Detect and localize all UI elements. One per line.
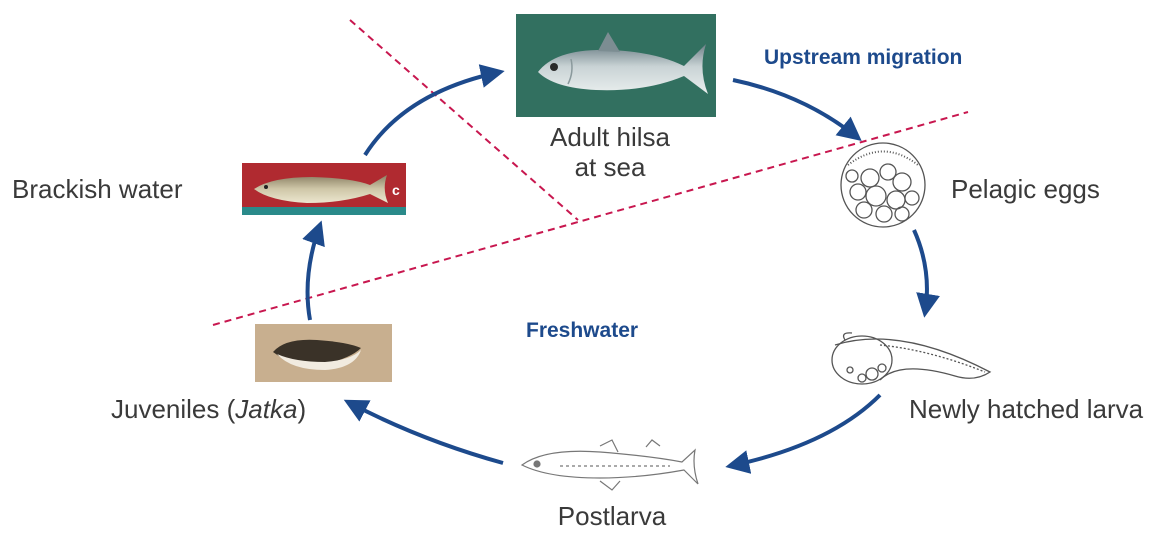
- adult-hilsa-label-line1: Adult hilsa: [550, 122, 670, 152]
- freshwater-label: Freshwater: [526, 319, 638, 342]
- postlarva-label: Postlarva: [558, 501, 667, 531]
- adult-hilsa-photo: [516, 14, 716, 117]
- newly-hatched-larva-drawing: [832, 333, 990, 384]
- arrow-larva-to-postlarva: [730, 395, 880, 466]
- brackish-photo-corner-letter: c: [392, 182, 400, 198]
- arrow-juveniles-to-brackish: [308, 225, 320, 320]
- arrow-adult-to-eggs: [733, 80, 858, 138]
- postlarva-drawing: [522, 440, 698, 490]
- juveniles-label: Juveniles (Jatka): [111, 394, 306, 424]
- juveniles-label-suffix: ): [297, 394, 306, 424]
- arrow-postlarva-to-juveniles: [348, 402, 503, 463]
- juveniles-label-italic: Jatka: [234, 394, 297, 424]
- arrow-brackish-to-adult: [365, 72, 500, 155]
- upstream-migration-label: Upstream migration: [764, 46, 962, 69]
- pelagic-eggs-drawing: [841, 143, 925, 227]
- juveniles-label-prefix: Juveniles (: [111, 394, 236, 424]
- juveniles-photo: [255, 324, 392, 382]
- arrow-eggs-to-larva: [914, 230, 927, 313]
- adult-hilsa-label-line2: at sea: [575, 152, 646, 182]
- pelagic-eggs-label: Pelagic eggs: [951, 174, 1100, 204]
- brackish-water-photo: c: [242, 163, 406, 215]
- newly-hatched-larva-label: Newly hatched larva: [909, 394, 1144, 424]
- brackish-water-label: Brackish water: [12, 174, 183, 204]
